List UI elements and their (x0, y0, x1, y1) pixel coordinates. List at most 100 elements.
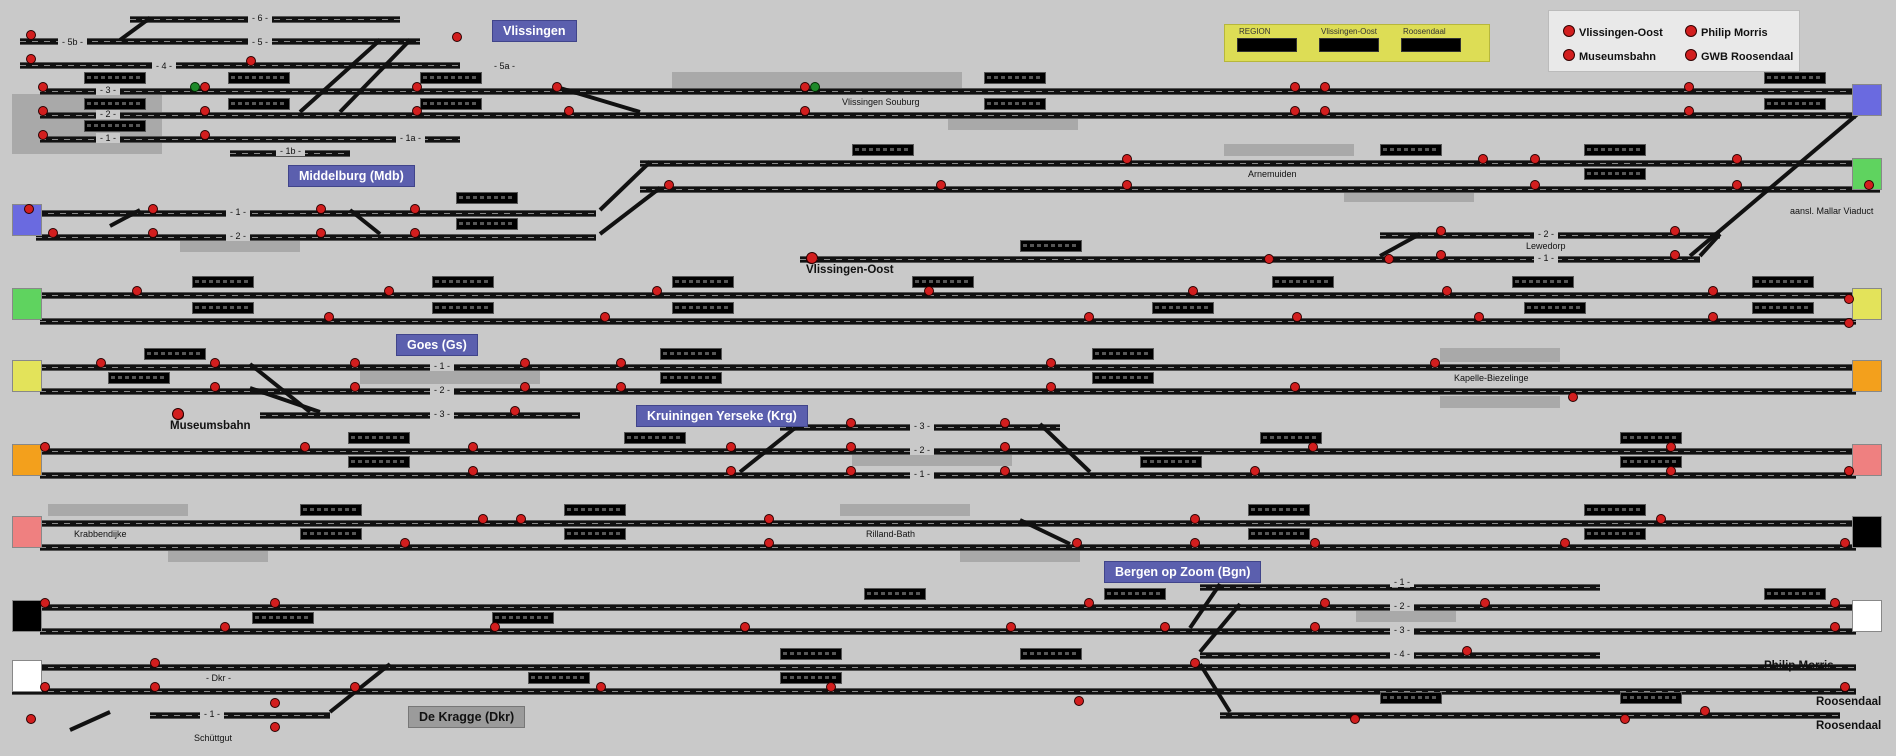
occupancy-block[interactable] (912, 276, 974, 288)
occupancy-block[interactable] (228, 98, 290, 110)
signal-icon[interactable] (846, 418, 856, 428)
signal-icon[interactable] (1320, 106, 1330, 116)
signal-icon[interactable] (1430, 358, 1440, 368)
occupancy-block[interactable] (84, 98, 146, 110)
line-endcap-yellow[interactable] (1852, 288, 1882, 320)
track-line[interactable] (40, 472, 1856, 479)
occupancy-block[interactable] (1248, 528, 1310, 540)
line-endcap-white[interactable] (12, 660, 42, 692)
signal-icon[interactable] (350, 358, 360, 368)
occupancy-block[interactable] (672, 302, 734, 314)
legend-philip-morris[interactable]: Philip Morris (1685, 25, 1768, 39)
station-title-kruiningen-yerseke[interactable]: Kruiningen Yerseke (Krg) (636, 405, 808, 427)
signal-icon[interactable] (600, 312, 610, 322)
occupancy-block[interactable] (1092, 348, 1154, 360)
track-line[interactable] (260, 412, 580, 419)
signal-icon[interactable] (1684, 106, 1694, 116)
signal-icon[interactable] (1046, 382, 1056, 392)
track-line[interactable] (40, 136, 240, 143)
signal-icon[interactable] (150, 682, 160, 692)
occupancy-block[interactable] (1152, 302, 1214, 314)
occupancy-block[interactable] (1380, 692, 1442, 704)
track-line[interactable] (150, 712, 330, 719)
occupancy-block[interactable] (300, 504, 362, 516)
occupancy-block[interactable] (1752, 276, 1814, 288)
occupancy-block[interactable] (780, 672, 842, 684)
signal-icon[interactable] (764, 514, 774, 524)
occupancy-block[interactable] (852, 144, 914, 156)
signal-icon[interactable] (1436, 226, 1446, 236)
occupancy-block[interactable] (300, 528, 362, 540)
signal-icon[interactable] (1670, 250, 1680, 260)
signal-icon[interactable] (132, 286, 142, 296)
occupancy-block[interactable] (984, 98, 1046, 110)
occupancy-block[interactable] (1584, 144, 1646, 156)
signal-icon[interactable] (520, 358, 530, 368)
station-title-de-kragge[interactable]: De Kragge (Dkr) (408, 706, 526, 728)
occupancy-block[interactable] (1764, 98, 1826, 110)
signal-icon[interactable] (490, 622, 500, 632)
signal-icon[interactable] (1568, 392, 1578, 402)
signal-icon[interactable] (1122, 154, 1132, 164)
signal-icon[interactable] (510, 406, 520, 416)
signal-icon[interactable] (1084, 598, 1094, 608)
occupancy-block[interactable] (144, 348, 206, 360)
line-endcap-black[interactable] (12, 600, 42, 632)
signal-icon[interactable] (270, 698, 280, 708)
occupancy-block[interactable] (1752, 302, 1814, 314)
track-line[interactable] (640, 186, 1880, 193)
signal-icon[interactable] (38, 106, 48, 116)
signal-icon[interactable] (740, 622, 750, 632)
signal-icon[interactable] (1844, 466, 1854, 476)
occupancy-block[interactable] (1020, 240, 1082, 252)
signal-icon[interactable] (1684, 82, 1694, 92)
signal-icon[interactable] (1190, 538, 1200, 548)
signal-icon[interactable] (300, 442, 310, 452)
track-line[interactable] (12, 688, 1856, 695)
occupancy-block[interactable] (348, 456, 410, 468)
signal-icon[interactable] (1006, 622, 1016, 632)
signal-icon[interactable] (1844, 318, 1854, 328)
signal-icon[interactable] (1290, 106, 1300, 116)
line-endcap-white[interactable] (1852, 600, 1882, 632)
signal-icon[interactable] (1074, 696, 1084, 706)
line-endcap-pink[interactable] (12, 516, 42, 548)
signal-icon[interactable] (936, 180, 946, 190)
occupancy-block[interactable] (1584, 168, 1646, 180)
signal-icon[interactable] (1320, 82, 1330, 92)
signal-icon[interactable] (1840, 682, 1850, 692)
occupancy-block[interactable] (1512, 276, 1574, 288)
occupancy-block[interactable] (1020, 648, 1082, 660)
signal-icon[interactable] (726, 466, 736, 476)
signal-icon[interactable] (1844, 294, 1854, 304)
signal-icon[interactable] (40, 442, 50, 452)
occupancy-block[interactable] (984, 72, 1046, 84)
signal-icon[interactable] (1732, 180, 1742, 190)
occupancy-block[interactable] (528, 672, 590, 684)
occupancy-block[interactable] (492, 612, 554, 624)
signal-icon[interactable] (384, 286, 394, 296)
track-line[interactable] (1220, 712, 1840, 719)
signal-icon[interactable] (26, 54, 36, 64)
occupancy-block[interactable] (1380, 144, 1442, 156)
signal-icon[interactable] (410, 204, 420, 214)
line-endcap-blue[interactable] (1852, 84, 1882, 116)
occupancy-block[interactable] (456, 218, 518, 230)
signal-icon[interactable] (1530, 180, 1540, 190)
signal-icon[interactable] (516, 514, 526, 524)
signal-icon[interactable] (764, 538, 774, 548)
signal-icon[interactable] (40, 598, 50, 608)
signal-icon[interactable] (270, 598, 280, 608)
signal-icon[interactable] (478, 514, 488, 524)
signal-icon[interactable] (1290, 382, 1300, 392)
signal-icon[interactable] (1250, 466, 1260, 476)
signal-icon[interactable] (726, 442, 736, 452)
line-endcap-green[interactable] (12, 288, 42, 320)
occupancy-block[interactable] (432, 302, 494, 314)
signal-icon[interactable] (1308, 442, 1318, 452)
signal-icon[interactable] (1000, 442, 1010, 452)
signal-icon[interactable] (1478, 154, 1488, 164)
signal-icon[interactable] (200, 106, 210, 116)
legend-museumsbahn[interactable]: Museumsbahn (1563, 49, 1656, 63)
occupancy-block[interactable] (456, 192, 518, 204)
